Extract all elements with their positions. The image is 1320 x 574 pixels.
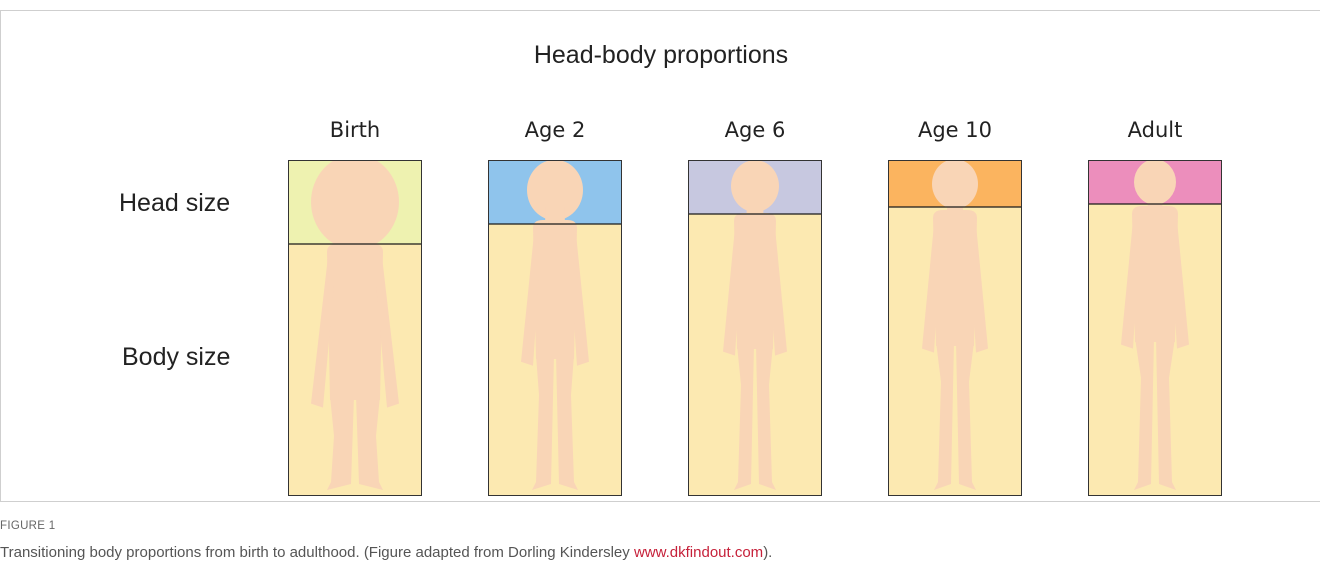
stage-box-age-6 [688,160,822,496]
stage-box-adult [1088,160,1222,496]
stage-box-age-10 [888,160,1022,496]
stage-label-age-10: Age 10 [888,118,1022,142]
caption-label: FIGURE 1 [0,520,55,532]
stage-label-birth: Birth [288,118,422,142]
figure-caption: Transitioning body proportions from birt… [0,544,772,561]
figure-title: Head-body proportions [1,41,1320,70]
silhouette-torso [533,220,577,359]
stage-label-age-2: Age 2 [488,118,622,142]
stage-box-age-2 [488,160,622,496]
stage-figure [888,160,1022,496]
stage-box-birth [288,160,422,496]
body-size-label: Body size [122,343,230,372]
silhouette-torso [933,210,977,346]
stage-figure [288,160,422,496]
caption-text: Transitioning body proportions from birt… [0,544,634,561]
stage-figure [688,160,822,496]
head-size-label: Head size [119,189,230,218]
silhouette-torso [734,213,776,349]
silhouette-torso [327,244,383,400]
caption-link[interactable]: www.dkfindout.com [634,544,763,561]
stage-label-age-6: Age 6 [688,118,822,142]
caption-end: ). [763,544,772,561]
silhouette-torso [1132,206,1178,342]
stage-figure [488,160,622,496]
stage-figure [1088,160,1222,496]
stage-label-adult: Adult [1088,118,1222,142]
figure-panel: Head-body proportions Head size Body siz… [0,10,1320,502]
